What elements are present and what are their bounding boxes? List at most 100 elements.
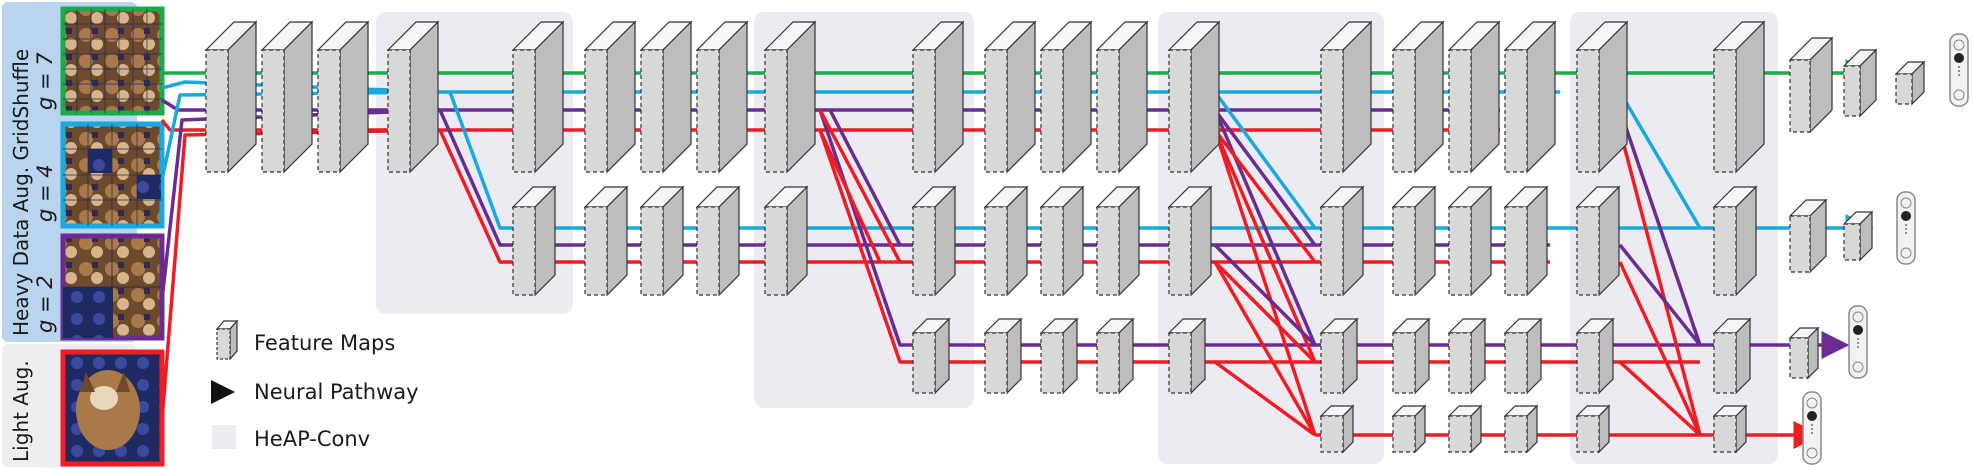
pathway-line-light xyxy=(818,109,902,263)
feature-map xyxy=(1391,185,1437,297)
pathway-line-light xyxy=(1213,261,1317,436)
feature-map xyxy=(911,20,965,174)
light-aug-label: Light Aug. xyxy=(9,360,33,462)
pathway-line-g2 xyxy=(1618,243,1702,347)
feature-map xyxy=(1788,198,1828,274)
feature-map xyxy=(1575,317,1615,395)
feature-map xyxy=(511,185,557,297)
pathway-line-light xyxy=(1618,261,1702,436)
classifier-icon xyxy=(1949,33,1969,107)
feature-map xyxy=(1319,404,1355,454)
feature-map xyxy=(911,317,951,395)
feature-map xyxy=(1391,404,1427,454)
feature-map xyxy=(639,185,685,297)
feature-map xyxy=(1167,185,1213,297)
feature-map xyxy=(1503,185,1549,297)
feature-map xyxy=(1575,404,1611,454)
feature-map xyxy=(1788,36,1834,134)
feature-map xyxy=(260,20,314,174)
g2-label: g = 2 xyxy=(33,275,57,333)
feature-map xyxy=(1447,317,1487,395)
pathway-line-g2 xyxy=(1213,243,1317,347)
feature-map xyxy=(1788,326,1820,380)
classifier-icon xyxy=(1802,391,1822,465)
pathway-line-light xyxy=(1213,128,1317,264)
feature-map xyxy=(1095,20,1149,174)
feature-map xyxy=(1319,20,1373,174)
feature-map xyxy=(316,20,370,174)
feature-map xyxy=(1039,20,1093,174)
feature-map xyxy=(1712,317,1752,395)
legend-neural-pathway-label: Neural Pathway xyxy=(254,380,419,404)
pathway-line-g2 xyxy=(828,109,902,246)
legend-heap-conv-label: HeAP-Conv xyxy=(254,427,370,451)
feature-map xyxy=(1391,317,1431,395)
feature-map xyxy=(1712,404,1748,454)
feature-map xyxy=(1391,20,1445,174)
feature-map xyxy=(1712,20,1766,174)
pathway-line-g2 xyxy=(1618,109,1702,346)
feature-map xyxy=(1039,185,1085,297)
pathway-line-light xyxy=(1213,129,1317,436)
input-image-g2 xyxy=(60,233,165,341)
feature-map xyxy=(1447,20,1501,174)
pathway-line-g4 xyxy=(1618,91,1702,229)
feature-map xyxy=(583,185,629,297)
feature-map xyxy=(695,185,741,297)
input-image-g7 xyxy=(60,6,165,116)
g4-label: g = 4 xyxy=(33,164,57,222)
feature-map xyxy=(1447,185,1493,297)
feature-map xyxy=(983,185,1029,297)
feature-map xyxy=(1842,210,1874,262)
feature-map xyxy=(1039,317,1079,395)
pathway-line-light xyxy=(818,129,1700,364)
feature-map xyxy=(911,185,957,297)
feature-map xyxy=(1712,185,1758,297)
legend-heap-conv-icon xyxy=(212,425,236,449)
feature-map xyxy=(1503,20,1557,174)
pathway-line-g4 xyxy=(1213,90,1317,230)
classifier-icon xyxy=(1896,191,1916,265)
legend: Feature Maps Neural Pathway HeAP-Conv xyxy=(211,319,419,451)
feature-map xyxy=(1575,185,1621,297)
input-panel: Heavy Data Aug. GridShuffle Light Aug. g… xyxy=(2,2,165,467)
feature-map xyxy=(763,185,809,297)
pathway-line-light xyxy=(1213,360,1317,437)
feature-map xyxy=(1095,185,1141,297)
feature-map xyxy=(583,20,637,174)
pathway-line-light xyxy=(1618,360,1702,437)
feature-map xyxy=(983,20,1037,174)
feature-maps xyxy=(204,20,1926,454)
pathway-line-g2 xyxy=(1213,108,1317,247)
feature-map xyxy=(1167,317,1207,395)
feature-map xyxy=(695,20,749,174)
feature-map xyxy=(386,20,440,174)
legend-feature-map-icon xyxy=(215,319,239,361)
legend-feature-maps-label: Feature Maps xyxy=(254,331,395,355)
feature-map xyxy=(1503,404,1539,454)
feature-map xyxy=(1894,60,1926,106)
feature-map xyxy=(204,20,258,174)
feature-map xyxy=(983,317,1023,395)
pathway-line-light xyxy=(1213,129,1317,363)
g7-label: g = 7 xyxy=(33,52,57,110)
feature-map xyxy=(1842,48,1878,118)
input-image-light xyxy=(60,349,165,467)
pathway-line-light xyxy=(818,129,882,263)
output-classifiers xyxy=(1802,33,1969,465)
classifier-icon xyxy=(1848,305,1868,379)
feature-map xyxy=(1447,404,1483,454)
feature-map xyxy=(639,20,693,174)
feature-map xyxy=(1319,185,1365,297)
feature-map xyxy=(1095,317,1135,395)
feature-map xyxy=(763,20,817,174)
heavy-aug-label: Heavy Data Aug. GridShuffle xyxy=(9,49,33,336)
feature-map xyxy=(1575,20,1629,174)
feature-map xyxy=(511,20,565,174)
feature-map xyxy=(1167,20,1221,174)
feature-map xyxy=(1503,317,1543,395)
feature-map xyxy=(1319,317,1359,395)
input-image-g4 xyxy=(60,121,165,229)
pathway-line-light xyxy=(1213,260,1317,364)
